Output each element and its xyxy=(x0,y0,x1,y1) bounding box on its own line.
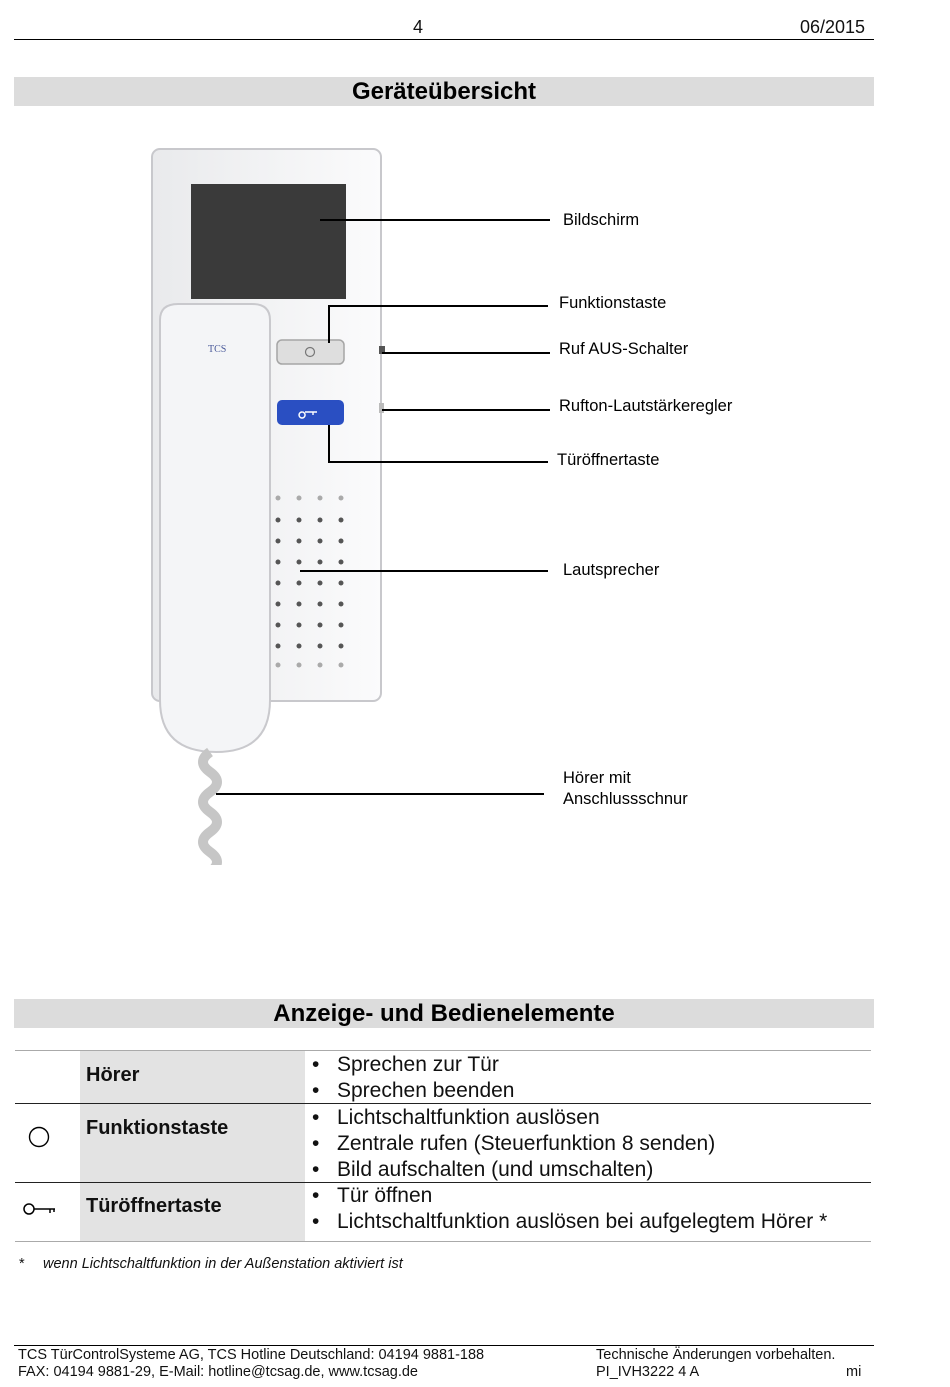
table-bottom-border xyxy=(15,1241,871,1242)
callout-lautsprecher: Lautsprecher xyxy=(563,560,659,581)
callout-bildschirm: Bildschirm xyxy=(563,210,639,231)
footnote-mark: * xyxy=(19,1256,25,1272)
callout-rufton-lautstaerkeregler: Rufton-Lautstärkeregler xyxy=(559,396,732,417)
callout-tueroeffnertaste: Türöffnertaste xyxy=(557,450,659,471)
footnote-text: wenn Lichtschaltfunktion in der Außensta… xyxy=(43,1256,403,1272)
page-number: 4 xyxy=(413,17,423,38)
key-icon xyxy=(22,1200,58,1218)
overview-title: Geräteübersicht xyxy=(14,77,874,106)
document-date: 06/2015 xyxy=(800,17,865,38)
leader-tueroeffner-v xyxy=(328,425,330,461)
footer-company-line: TCS TürControlSysteme AG, TCS Hotline De… xyxy=(18,1347,484,1364)
row-name-funktionstaste: Funktionstaste xyxy=(86,1117,228,1140)
callout-ruf-aus-schalter: Ruf AUS-Schalter xyxy=(559,339,688,360)
row-name-hoerer: Hörer xyxy=(86,1064,139,1087)
leader-bildschirm xyxy=(320,219,550,221)
callout-funktionstaste: Funktionstaste xyxy=(559,293,666,314)
footer-initials: mi xyxy=(846,1364,861,1381)
leader-lautsprecher xyxy=(300,570,548,572)
footer-document-id: PI_IVH3222 4 A xyxy=(596,1364,699,1381)
row-name-tueroeffnertaste: Türöffnertaste xyxy=(86,1195,222,1218)
callout-hoerer-line1: Hörer mit xyxy=(563,768,631,789)
intercom-device-illustration xyxy=(130,140,420,865)
handset-cord xyxy=(203,752,217,865)
leader-ruf-aus xyxy=(382,352,550,354)
leader-rufton xyxy=(382,409,550,411)
header-divider xyxy=(14,39,874,40)
device-logo: TCS xyxy=(208,344,226,355)
volume-control xyxy=(379,403,384,413)
handset xyxy=(160,304,270,752)
leader-tueroeffner-h xyxy=(328,461,548,463)
function-button xyxy=(277,340,344,364)
circle-icon xyxy=(27,1125,51,1149)
controls-title: Anzeige- und Bedienelemente xyxy=(14,999,874,1028)
footer-contact-line: FAX: 04194 9881-29, E-Mail: hotline@tcsa… xyxy=(18,1364,418,1381)
screen xyxy=(191,184,346,299)
leader-hoerer xyxy=(216,793,544,795)
leader-funktionstaste-v xyxy=(328,305,330,343)
footer-disclaimer: Technische Änderungen vorbehalten. xyxy=(596,1347,835,1364)
callout-hoerer-line2: Anschlussschnur xyxy=(563,789,688,810)
name-cell xyxy=(80,1104,305,1182)
footer-divider xyxy=(14,1345,874,1346)
leader-funktionstaste-h xyxy=(328,305,548,307)
